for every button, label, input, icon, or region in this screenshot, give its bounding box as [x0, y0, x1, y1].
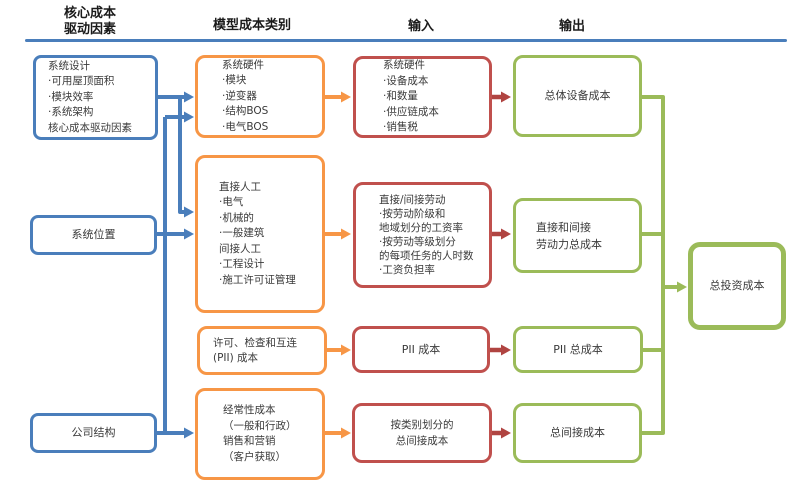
box-total-investment-cost-text: 总投资成本 — [709, 279, 765, 293]
box-total-pii-cost: PII 总成本 — [513, 326, 643, 373]
column-title-inputs: 输入 — [408, 19, 435, 34]
box-company-structure: 公司结构 — [30, 413, 157, 453]
connector-line — [178, 97, 184, 214]
arrowhead-icon — [184, 228, 194, 240]
box-pii-category-text: 许可、检查和互连 (PII) 成本 — [213, 336, 297, 364]
driver-connectors — [157, 91, 194, 439]
arrowhead-icon — [501, 91, 511, 103]
arrowhead-icon — [677, 281, 687, 293]
box-indirect-by-category-input: 按类别划分的 总间接成本 — [352, 403, 492, 463]
arrowhead-icon — [184, 206, 194, 218]
arrowhead-icon — [501, 228, 511, 240]
box-recurring-category-text: 经常性成本 （一般和行政） 销售和营销 （客户获取） — [223, 404, 297, 463]
arrowhead-icon — [341, 91, 351, 103]
header-divider-line — [25, 39, 787, 42]
column-title-outputs: 输出 — [559, 19, 586, 34]
category-to-input-arrows — [325, 91, 351, 439]
box-total-labor-cost: 直接和间接 劳动力总成本 — [513, 198, 642, 273]
box-system-hardware-category-text: 系统硬件 ·模块 ·逆变器 ·结构BOS ·电气BOS — [222, 58, 269, 133]
box-total-indirect-cost-text: 总间接成本 — [550, 426, 605, 440]
box-system-design: 系统设计 ·可用屋顶面积 ·模块效率 ·系统架构 核心成本驱动因素 — [33, 55, 158, 140]
arrowhead-icon — [184, 91, 194, 103]
arrowhead-icon — [501, 344, 511, 356]
box-total-pii-cost-text: PII 总成本 — [553, 342, 603, 356]
column-title-core-cost-drivers: 核心成本 驱动因素 — [63, 6, 116, 37]
input-to-output-arrows — [490, 91, 511, 439]
box-system-hardware-inputs-text: 系统硬件 ·设备成本 ·和数量 ·供应链成本 ·销售税 — [383, 59, 439, 134]
box-company-structure-text: 公司结构 — [71, 426, 116, 440]
box-indirect-by-category-input-text: 按类别划分的 总间接成本 — [390, 419, 454, 447]
box-total-investment-cost: 总投资成本 — [688, 242, 786, 330]
box-system-design-text: 系统设计 ·可用屋顶面积 ·模块效率 ·系统架构 核心成本驱动因素 — [48, 59, 132, 134]
box-pii-cost-input: PII 成本 — [352, 326, 490, 373]
arrowhead-icon — [341, 228, 351, 240]
box-system-hardware-category: 系统硬件 ·模块 ·逆变器 ·结构BOS ·电气BOS — [195, 55, 325, 138]
box-labor-category: 直接人工 ·电气 ·机械的 ·一般建筑 间接人工 ·工程设计 ·施工许可证管理 — [195, 155, 325, 313]
box-labor-category-text: 直接人工 ·电气 ·机械的 ·一般建筑 间接人工 ·工程设计 ·施工许可证管理 — [219, 180, 296, 286]
box-total-equipment-cost: 总体设备成本 — [513, 55, 642, 137]
connector-line — [642, 95, 665, 435]
box-system-hardware-inputs: 系统硬件 ·设备成本 ·和数量 ·供应链成本 ·销售税 — [353, 56, 492, 138]
box-total-equipment-cost-text: 总体设备成本 — [544, 89, 611, 103]
arrowhead-icon — [341, 427, 351, 439]
arrowhead-icon — [184, 111, 194, 123]
box-pii-category: 许可、检查和互连 (PII) 成本 — [197, 326, 327, 375]
box-labor-inputs: 直接/间接劳动 ·按劳动阶级和 地域划分的工资率 ·按劳动等级划分 的每项任务的… — [353, 182, 492, 288]
arrowhead-icon — [341, 344, 351, 356]
box-recurring-category: 经常性成本 （一般和行政） 销售和营销 （客户获取） — [195, 388, 325, 480]
box-pii-cost-input-text: PII 成本 — [401, 342, 441, 356]
arrowhead-icon — [184, 427, 194, 439]
box-system-location-text: 系统位置 — [71, 228, 116, 242]
arrowhead-icon — [501, 427, 511, 439]
box-total-labor-cost-text: 直接和间接 劳动力总成本 — [536, 220, 602, 251]
box-total-indirect-cost: 总间接成本 — [513, 403, 642, 463]
box-system-location: 系统位置 — [30, 215, 157, 255]
column-title-model-cost-categories: 模型成本类别 — [213, 18, 292, 33]
box-labor-inputs-text: 直接/间接劳动 ·按劳动阶级和 地域划分的工资率 ·按劳动等级划分 的每项任务的… — [379, 194, 474, 276]
output-merge-connectors — [642, 95, 687, 435]
